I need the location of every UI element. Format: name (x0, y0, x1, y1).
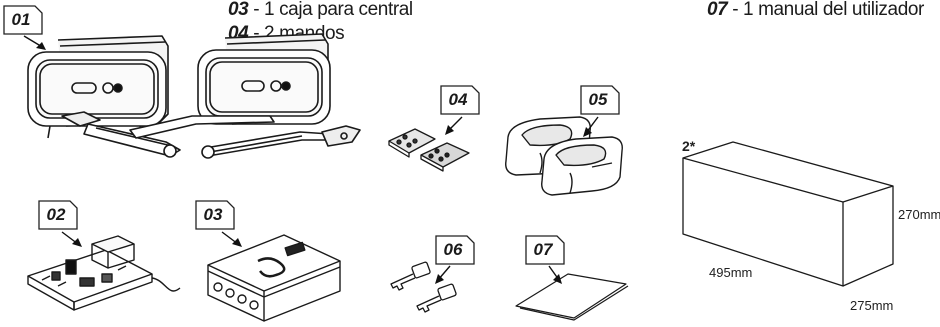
item-tag-01: 01 (3, 5, 43, 35)
item-tag-07: 07 (525, 235, 565, 265)
pointer-arrow-icon (60, 230, 82, 247)
keys-illustration (385, 260, 465, 315)
photocells-illustration (500, 115, 625, 200)
legend-item-03: 03 - 1 caja para central (228, 0, 413, 21)
box-quantity-note: 2* (682, 138, 696, 154)
item-tag-label: 07 (533, 240, 553, 259)
pointer-arrow-icon (435, 264, 460, 284)
pointer-arrow-icon (583, 115, 610, 137)
legend-text: - 1 caja para central (253, 0, 413, 20)
pointer-arrow-icon (22, 34, 46, 50)
control-board-illustration (22, 230, 182, 320)
item-tag-05: 05 (580, 85, 620, 115)
motor-kit-illustration (10, 30, 370, 165)
package-box-illustration (675, 140, 900, 300)
item-tag-06: 06 (435, 235, 475, 265)
item-tag-label: 06 (443, 240, 463, 259)
box-height-label: 270mm (898, 207, 940, 222)
item-tag-label: 03 (203, 205, 223, 224)
item-tag-label: 02 (46, 205, 66, 224)
legend-number: 07 (707, 0, 728, 20)
item-tag-04: 04 (440, 85, 480, 115)
item-tag-03: 03 (195, 200, 235, 230)
enclosure-box-illustration (200, 225, 350, 325)
item-tag-label: 01 (11, 10, 31, 29)
item-tag-label: 05 (588, 90, 608, 109)
pointer-arrow-icon (445, 115, 470, 135)
legend-item-07: 07 - 1 manual del utilizador (707, 0, 924, 21)
pointer-arrow-icon (545, 264, 562, 284)
item-tag-label: 04 (448, 90, 468, 109)
item-tag-02: 02 (38, 200, 78, 230)
legend-text: - 1 manual del utilizador (732, 0, 924, 20)
box-length-label: 495mm (709, 265, 753, 280)
box-depth-label: 275mm (850, 298, 894, 313)
pointer-arrow-icon (220, 230, 242, 247)
remotes-illustration (385, 125, 475, 175)
legend-number: 03 (228, 0, 249, 20)
manual-sheet-illustration (512, 260, 632, 325)
